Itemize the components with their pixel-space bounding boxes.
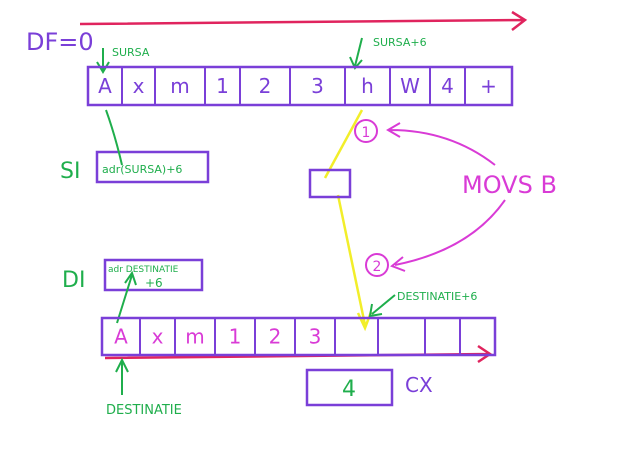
source-pointer-arrow: [96, 48, 110, 74]
source-array-cell: A: [98, 74, 112, 98]
destination-offset-arrow: [368, 294, 396, 318]
di-register-box: [103, 258, 204, 292]
source-offset-label: SURSA+6: [373, 36, 427, 49]
source-array-cell: 1: [216, 74, 229, 98]
di-value-line1: adr DESTINATIE: [108, 265, 179, 275]
cx-register-box: [305, 368, 394, 407]
instruction-arrow-2: [390, 199, 506, 272]
source-array-outline: [86, 65, 514, 107]
destination-array-cell: 3: [309, 325, 322, 349]
instruction-arrow-1: [386, 122, 496, 166]
source-array-cell: 4: [441, 74, 454, 98]
direction-flag-label: DF=0: [26, 28, 94, 56]
step-2-circle: [365, 253, 389, 277]
source-array-cell: +: [480, 74, 497, 98]
source-array-cell: x: [133, 74, 145, 98]
step-2-number: 2: [373, 259, 382, 275]
instruction-label: MOVS B: [462, 171, 557, 199]
si-register-box: [95, 150, 210, 184]
destination-array-cell: 2: [269, 325, 282, 349]
destination-array-outline: [100, 316, 497, 357]
step-1-number: 1: [362, 125, 371, 141]
destination-pointer-arrow: [115, 357, 129, 395]
source-array-cell: 2: [259, 74, 272, 98]
destination-array-cell: A: [114, 325, 128, 349]
destination-array-cell: m: [185, 325, 204, 349]
source-array-cell: W: [400, 74, 420, 98]
si-value: adr(SURSA)+6: [102, 163, 182, 176]
cx-label: CX: [405, 373, 433, 397]
direction-arrow-top: [79, 10, 528, 31]
si-label: SI: [60, 159, 80, 184]
source-array-cell: m: [170, 74, 189, 98]
di-pointer-arrow: [116, 270, 137, 324]
cx-value: 4: [342, 377, 356, 402]
destination-array-cell: 1: [229, 325, 242, 349]
di-value-line2: +6: [145, 276, 163, 290]
source-array-cell: h: [361, 74, 374, 98]
source-array-cell: 3: [311, 74, 324, 98]
step-1-circle: [354, 119, 378, 143]
destination-array-cell: x: [152, 325, 164, 349]
si-pointer-arrow: [105, 109, 123, 166]
destination-label: DESTINATIE: [106, 403, 182, 418]
di-label: DI: [62, 268, 85, 293]
source-offset-arrow: [349, 37, 363, 70]
source-label: SURSA: [112, 46, 150, 59]
temp-register-box: [308, 168, 352, 199]
destination-offset-label: DESTINATIE+6: [397, 290, 477, 303]
